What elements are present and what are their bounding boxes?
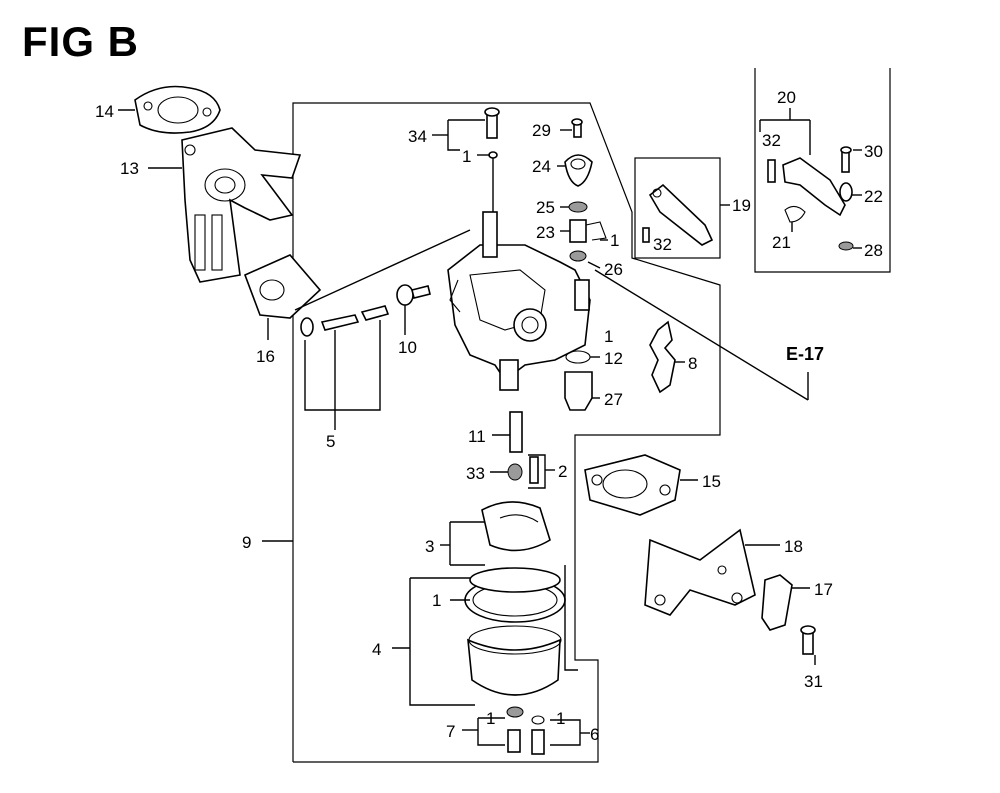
- part-16-gasket: [243, 254, 322, 340]
- callout-12: 12: [604, 349, 623, 368]
- part-34-screw: [432, 107, 500, 159]
- part-26-jet: [569, 250, 809, 401]
- part-12-oring: [565, 350, 600, 364]
- callout-13: 13: [120, 159, 139, 178]
- part-11-main-jet: [492, 411, 523, 453]
- part-27-float-bowl-nut: [564, 371, 600, 411]
- inset-box-19: [634, 157, 730, 259]
- part-19-lever: [642, 183, 714, 246]
- callout-19: 19: [732, 196, 751, 215]
- callout-32-lever: 32: [653, 235, 672, 254]
- callout-16: 16: [256, 347, 275, 366]
- callout-23: 23: [536, 223, 555, 242]
- part-14-gasket: [118, 85, 221, 134]
- callout-34: 34: [408, 127, 427, 146]
- callout-5: 5: [326, 432, 335, 451]
- callout-1-drain: 1: [486, 709, 495, 728]
- callout-8: 8: [688, 354, 697, 373]
- part-5-screw-group: [294, 229, 471, 430]
- callout-25: 25: [536, 198, 555, 217]
- callout-27: 27: [604, 390, 623, 409]
- callout-21: 21: [772, 233, 791, 252]
- callout-1-needle: 1: [610, 231, 619, 250]
- callout-28: 28: [864, 241, 883, 260]
- inset-box-20: [754, 68, 891, 273]
- part-33-spring: [490, 463, 523, 481]
- part-25-washer: [560, 201, 588, 213]
- part-7-drain-bolt: [462, 706, 524, 753]
- part-17-clip: [761, 574, 810, 631]
- assembly-outline-9: [292, 102, 721, 763]
- part-31-screw: [800, 625, 816, 665]
- part-29-screw: [560, 118, 583, 138]
- callout-2: 2: [558, 462, 567, 481]
- callout-4: 4: [372, 640, 381, 659]
- figure-title: FIG B: [22, 18, 139, 65]
- part-8-clip: [649, 320, 685, 394]
- callout-30: 30: [864, 142, 883, 161]
- callout-10: 10: [398, 338, 417, 357]
- part-20-linkage: [767, 146, 862, 251]
- callout-6: 6: [590, 725, 599, 744]
- callout-3: 3: [425, 537, 434, 556]
- callout-18: 18: [784, 537, 803, 556]
- callout-1-bowl: 1: [432, 591, 441, 610]
- callout-20: 20: [777, 88, 796, 107]
- part-10-screw: [396, 284, 431, 335]
- part-3-float: [440, 501, 551, 566]
- callout-24: 24: [532, 157, 551, 176]
- part-13-insulator: [148, 127, 302, 283]
- callout-11: 11: [468, 427, 486, 446]
- callout-1-screw: 1: [556, 709, 565, 728]
- callout-9: 9: [242, 533, 251, 552]
- callout-1-oring: 1: [604, 327, 613, 346]
- callout-14: 14: [95, 102, 114, 121]
- callout-17: 17: [814, 580, 833, 599]
- callout-22: 22: [864, 187, 883, 206]
- part-24-diaphragm: [557, 154, 593, 187]
- part-4-float-bowl: [392, 565, 578, 706]
- callout-32-inset: 32: [762, 131, 781, 150]
- carburetor-body: [447, 155, 591, 391]
- callout-7: 7: [446, 722, 455, 741]
- part-2-screw: [528, 454, 555, 489]
- ref-e17: E-17: [786, 344, 824, 364]
- callout-31: 31: [804, 672, 823, 691]
- callout-15: 15: [702, 472, 721, 491]
- callout-26: 26: [604, 260, 623, 279]
- part-18-bracket: [644, 528, 780, 616]
- callout-29: 29: [532, 121, 551, 140]
- part-15-gasket: [584, 454, 698, 516]
- part-23-needle-seat: [560, 219, 608, 243]
- callout-33: 33: [466, 464, 485, 483]
- part-6-drain-screw: [531, 715, 590, 755]
- callout-1-top: 1: [462, 147, 471, 166]
